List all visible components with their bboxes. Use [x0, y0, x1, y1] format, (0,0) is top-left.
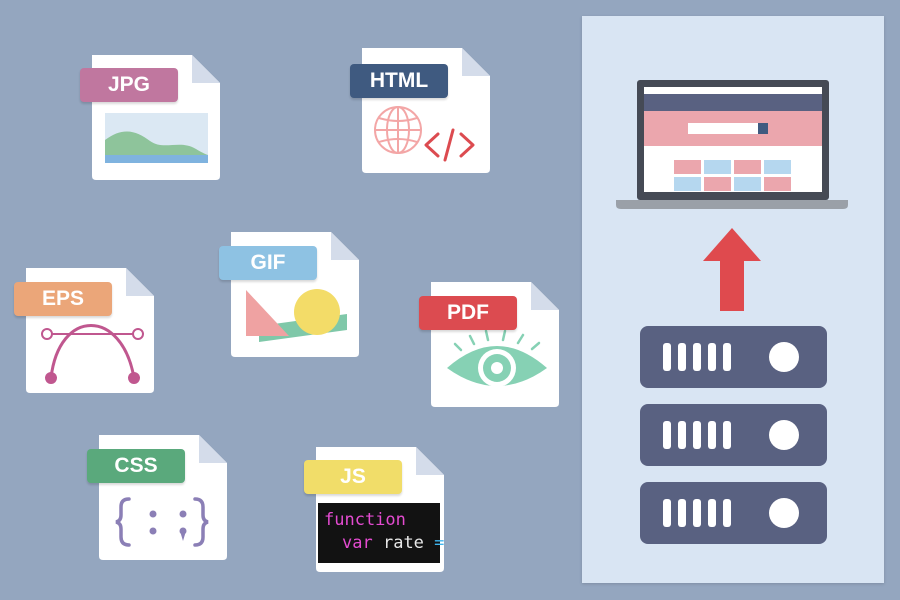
pdf-tag: PDF: [419, 296, 517, 330]
server-unit-2: [640, 404, 827, 466]
eye-icon: [447, 329, 547, 387]
server-unit-3: [640, 482, 827, 544]
jpg-file-icon: JPG: [80, 55, 220, 180]
gif-file-icon: GIF: [219, 232, 359, 357]
globe-icon: [374, 106, 422, 154]
html-tag: HTML: [350, 64, 448, 98]
code-line-var: var rate =: [342, 532, 444, 554]
laptop-icon: [616, 80, 848, 209]
code-operator: =: [434, 533, 445, 553]
gif-tag: GIF: [219, 246, 317, 280]
shapes-image-icon: [246, 289, 347, 342]
js-tag: JS: [304, 460, 402, 494]
css-file-icon: CSS: [87, 435, 227, 560]
pdf-file-icon: PDF: [419, 282, 559, 407]
arrow-up-icon: [703, 228, 761, 311]
curly-braces-icon: [115, 497, 209, 547]
laptop-screen-grid: [674, 160, 791, 191]
code-keyword-function: function: [324, 510, 406, 530]
code-identifier: rate: [382, 533, 424, 553]
html-file-icon: HTML: [350, 48, 490, 173]
code-snippet: function var rate =: [318, 503, 444, 563]
colon-semicolon-icon: [149, 510, 187, 541]
server-deploy-illustration: [616, 80, 848, 544]
server-icon: [640, 326, 827, 544]
js-file-icon: function var rate = JS: [304, 447, 444, 572]
css-tag: CSS: [87, 449, 185, 483]
vector-bezier-icon: [41, 324, 144, 384]
server-unit-1: [640, 326, 827, 388]
eps-file-icon: EPS: [14, 268, 154, 393]
jpg-tag: JPG: [80, 68, 178, 102]
landscape-image-icon: [105, 113, 208, 163]
server-panel: [582, 16, 884, 583]
code-brackets-icon: [424, 128, 475, 162]
code-keyword-var: var: [342, 533, 373, 553]
eps-tag: EPS: [14, 282, 112, 316]
